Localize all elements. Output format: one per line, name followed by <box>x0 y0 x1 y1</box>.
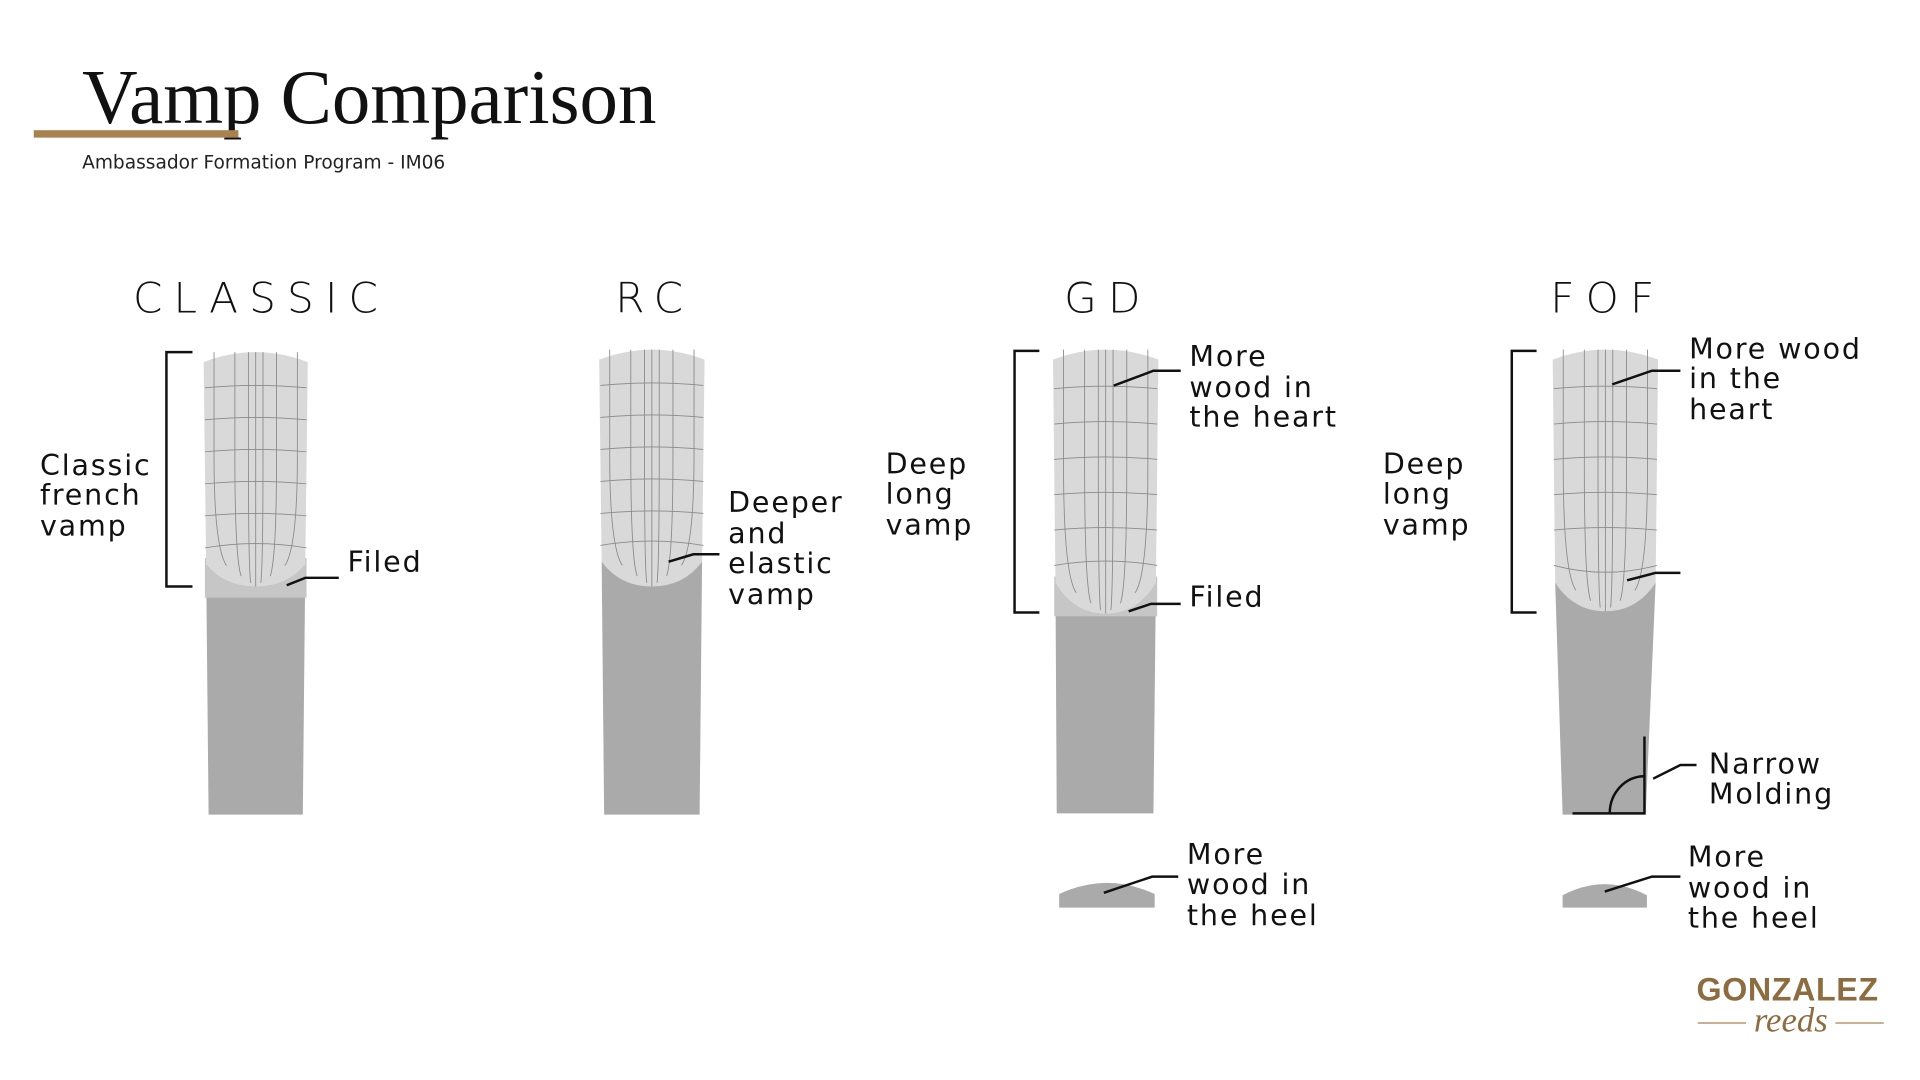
svg-text:reeds: reeds <box>1754 1001 1828 1040</box>
label-gd-vamp: Deep long vamp <box>886 448 974 542</box>
heading-gd: GD <box>1064 273 1151 322</box>
heading-classic: CLASSIC <box>133 273 389 322</box>
svg-text:More: More <box>1189 340 1267 373</box>
page-title: Vamp Comparison <box>82 55 656 140</box>
page-subtitle: Ambassador Formation Program - IM06 <box>82 153 445 174</box>
reed-classic-grid-col <box>234 352 242 577</box>
heading-fof: FOF <box>1550 273 1665 322</box>
reed-rc-grid-col <box>666 349 674 577</box>
svg-text:wood in: wood in <box>1189 371 1313 404</box>
bracket-fof-vamp <box>1510 349 1537 614</box>
label-gd-heel: More wood in the heel <box>1187 838 1319 932</box>
svg-text:Narrow: Narrow <box>1709 748 1822 781</box>
reed-rc-grid-col <box>656 349 660 583</box>
svg-text:the heel: the heel <box>1688 901 1820 934</box>
svg-text:Molding: Molding <box>1709 777 1834 810</box>
reed-rc-grid-col <box>681 349 695 566</box>
reed-rc-grid-col <box>644 349 648 583</box>
svg-text:long: long <box>886 477 955 510</box>
svg-text:vamp: vamp <box>886 508 974 541</box>
svg-text:Deep: Deep <box>1383 448 1466 481</box>
callout-line-gd-heart <box>1113 369 1181 387</box>
reed-fof-grid-col <box>1597 349 1601 608</box>
svg-text:Deep: Deep <box>886 448 969 481</box>
reed-rc-grid-col <box>630 349 638 577</box>
reed-rc-grid-col <box>609 349 623 566</box>
svg-text:More wood: More wood <box>1689 332 1862 365</box>
svg-text:and: and <box>728 517 787 550</box>
label-gd-heart: More wood in the heart <box>1189 340 1338 434</box>
label-fof-heel: More wood in the heel <box>1688 841 1820 935</box>
svg-text:wood in: wood in <box>1187 868 1311 901</box>
heading-rc: RC <box>615 273 694 322</box>
callout-line-rc-vamp <box>668 553 720 563</box>
bracket-classic-vamp <box>165 350 193 588</box>
reed-fof-grid-col <box>1583 349 1592 601</box>
reed-gd-grid-col <box>1084 349 1092 604</box>
reed-classic-grid-col <box>213 352 227 566</box>
reed-gd-stock <box>1055 582 1156 814</box>
svg-text:french: french <box>40 479 142 512</box>
reed-fof-grid-col <box>1610 349 1614 608</box>
label-gd-filed: Filed <box>1189 580 1264 613</box>
reed-classic-grid-col <box>284 352 298 566</box>
reed-classic-grid-col <box>269 352 277 577</box>
gonzalez-reeds-logo: GONZALEZ reeds <box>1697 972 1884 1040</box>
svg-text:the heart: the heart <box>1189 401 1338 434</box>
callout-line-fof-molding <box>1652 763 1697 780</box>
label-classic-filed: Filed <box>347 546 422 579</box>
molding-arc-icon <box>1608 774 1645 814</box>
svg-text:the heel: the heel <box>1187 899 1319 932</box>
reed-gd-grid-col <box>1063 349 1077 593</box>
reed-classic-grid-col <box>260 352 264 583</box>
svg-text:vamp: vamp <box>728 578 816 611</box>
reed-gd-grid-col <box>1110 349 1114 611</box>
callout-line-fof-vamp <box>1626 571 1681 582</box>
svg-text:in the: in the <box>1689 362 1782 395</box>
svg-text:wood in: wood in <box>1688 872 1812 905</box>
svg-text:More: More <box>1688 841 1766 874</box>
reed-illustrations <box>203 349 1659 908</box>
reed-fof-stock <box>1555 582 1656 815</box>
bracket-gd-vamp <box>1013 349 1040 614</box>
svg-text:elastic: elastic <box>728 547 834 580</box>
reed-rc-stock <box>601 561 703 815</box>
svg-text:Classic: Classic <box>40 449 152 482</box>
svg-text:Deeper: Deeper <box>728 486 844 519</box>
callout-line-gd-filed <box>1128 602 1181 613</box>
label-rc-vamp: Deeper and elastic vamp <box>728 486 844 611</box>
reed-gd-grid-col <box>1134 349 1149 593</box>
molding-angle-icon <box>1572 736 1646 815</box>
label-classic-vamp: Classic french vamp <box>40 449 152 543</box>
svg-text:vamp: vamp <box>1383 508 1471 541</box>
reed-fof-heel-profile <box>1562 884 1647 908</box>
svg-text:More: More <box>1187 838 1265 871</box>
reed-fof-grid-col <box>1619 349 1627 601</box>
svg-text:GONZALEZ: GONZALEZ <box>1697 972 1879 1008</box>
callout-line-classic-filed <box>286 576 339 587</box>
label-fof-molding: Narrow Molding <box>1709 748 1834 811</box>
callout-line-fof-heart <box>1611 369 1681 386</box>
reed-gd-grid-col <box>1120 349 1128 604</box>
reed-fof-grid-col <box>1562 349 1577 591</box>
callout-line-fof-heel <box>1604 875 1681 893</box>
reed-gd-grid-col <box>1097 349 1101 611</box>
reed-fof-grid-col <box>1634 349 1648 591</box>
label-fof-heart: More wood in the heart <box>1689 332 1862 426</box>
svg-text:vamp: vamp <box>40 510 128 543</box>
reed-gd-heel-profile <box>1059 882 1155 908</box>
reed-classic-stock <box>206 564 306 815</box>
svg-text:long: long <box>1383 477 1452 510</box>
reed-classic-grid-col <box>247 352 252 583</box>
label-fof-vamp: Deep long vamp <box>1383 448 1471 542</box>
svg-text:heart: heart <box>1689 393 1774 426</box>
title-accent-bar <box>33 130 239 138</box>
callout-line-gd-heel <box>1103 875 1179 894</box>
